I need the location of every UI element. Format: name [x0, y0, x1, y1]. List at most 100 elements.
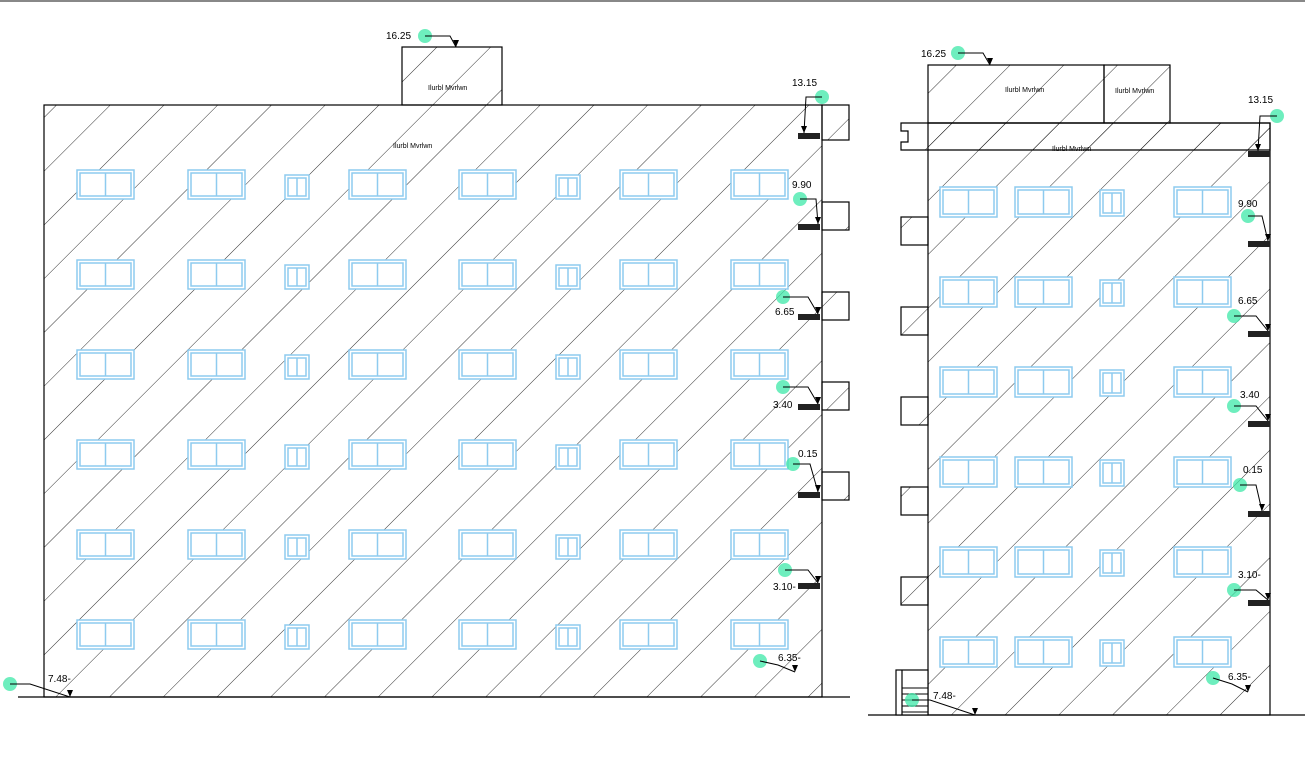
window	[284, 354, 310, 380]
roof-room	[927, 64, 1105, 124]
window	[730, 169, 789, 200]
level-leader-line	[1257, 115, 1277, 152]
window	[284, 624, 310, 650]
side-roof-room-label: Ilurbl Mvrlwn	[1005, 87, 1044, 94]
arrow-head-icon	[1255, 144, 1261, 151]
window	[348, 529, 407, 560]
window	[284, 534, 310, 560]
level-slab-mark	[798, 133, 820, 139]
window	[187, 619, 246, 650]
window	[76, 259, 135, 290]
arrow-head-icon	[1265, 414, 1271, 421]
arrow-head-icon	[815, 217, 821, 224]
arrow-head-icon	[987, 58, 993, 65]
roof-room	[401, 46, 503, 106]
window	[187, 349, 246, 380]
window	[1099, 639, 1125, 667]
level-leader-line	[759, 660, 796, 673]
level-leader-line	[1212, 677, 1249, 693]
window	[1014, 456, 1073, 488]
level-leader-line	[912, 699, 976, 716]
level-slab-mark	[798, 583, 820, 589]
front-roof-room-label: Ilurbl Mvrlwn	[428, 85, 467, 92]
level-marker: 6.35-	[1206, 671, 1251, 693]
window	[1173, 546, 1232, 578]
window	[619, 439, 678, 470]
window	[1099, 189, 1125, 217]
level-label: 16.25	[386, 31, 411, 42]
arrow-head-icon	[815, 485, 821, 492]
level-leader-line	[1234, 405, 1269, 422]
window	[1099, 549, 1125, 577]
window	[1099, 459, 1125, 487]
side-elevation: 16.2513.159.906.653.400.153.10-6.35-7.48…	[868, 46, 1305, 716]
window	[348, 619, 407, 650]
level-leader-line	[1234, 315, 1269, 332]
front-elevation: 16.2513.159.906.653.400.153.10-6.35-7.48…	[3, 29, 850, 698]
level-label: 7.48-	[48, 674, 71, 685]
arrow-head-icon	[815, 576, 821, 583]
level-slab-mark	[798, 492, 820, 498]
arrow-head-icon	[815, 397, 821, 404]
level-marker: 6.65	[775, 290, 821, 320]
arrow-head-icon	[453, 40, 459, 47]
level-label: 13.15	[792, 78, 817, 89]
window	[284, 264, 310, 290]
window	[730, 529, 789, 560]
window	[76, 349, 135, 380]
window	[76, 529, 135, 560]
level-leader-line	[783, 296, 819, 315]
window	[458, 439, 517, 470]
window	[619, 169, 678, 200]
window	[730, 619, 789, 650]
level-slab-mark	[798, 224, 820, 230]
level-marker: 9.90	[792, 180, 821, 230]
side-roof-room-label: Ilurbl Mvrlwn	[1115, 88, 1154, 95]
window	[555, 354, 581, 380]
level-marker: 16.25	[386, 29, 459, 48]
level-leader-line	[958, 52, 991, 66]
window	[187, 529, 246, 560]
window	[284, 444, 310, 470]
level-label: 16.25	[921, 49, 946, 60]
side-projection	[900, 396, 929, 426]
side-projection	[900, 216, 929, 246]
roof-room	[1103, 64, 1171, 124]
level-label: 9.90	[1238, 199, 1258, 210]
cornice	[900, 122, 1271, 151]
level-label: 6.35-	[1228, 672, 1251, 683]
level-leader-line	[785, 569, 819, 584]
arrow-head-icon	[972, 708, 978, 715]
window	[1014, 636, 1073, 668]
window	[1173, 366, 1232, 398]
window	[76, 619, 135, 650]
facade-wall	[927, 122, 1271, 716]
level-marker: 3.40	[1227, 390, 1271, 427]
level-label: 0.15	[798, 449, 818, 460]
window	[939, 546, 998, 578]
level-leader-line	[10, 683, 71, 698]
side-projection	[900, 576, 929, 606]
level-marker: 7.48-	[905, 691, 978, 716]
window	[1173, 186, 1232, 218]
level-marker: 0.15	[786, 449, 821, 498]
level-marker: 7.48-	[3, 674, 73, 698]
level-leader-line	[800, 198, 819, 225]
level-leader-line	[425, 35, 457, 48]
window	[555, 174, 581, 200]
level-label: 6.35-	[778, 653, 801, 664]
level-label: 0.15	[1243, 465, 1263, 476]
window	[555, 444, 581, 470]
level-label: 6.65	[775, 307, 795, 318]
arrow-head-icon	[1265, 593, 1271, 600]
window	[348, 169, 407, 200]
window	[939, 186, 998, 218]
window	[348, 349, 407, 380]
level-slab-mark	[798, 314, 820, 320]
window	[1014, 366, 1073, 398]
level-marker: 3.10-	[773, 563, 821, 593]
window	[458, 619, 517, 650]
level-marker: 6.65	[1227, 296, 1271, 337]
window	[555, 624, 581, 650]
